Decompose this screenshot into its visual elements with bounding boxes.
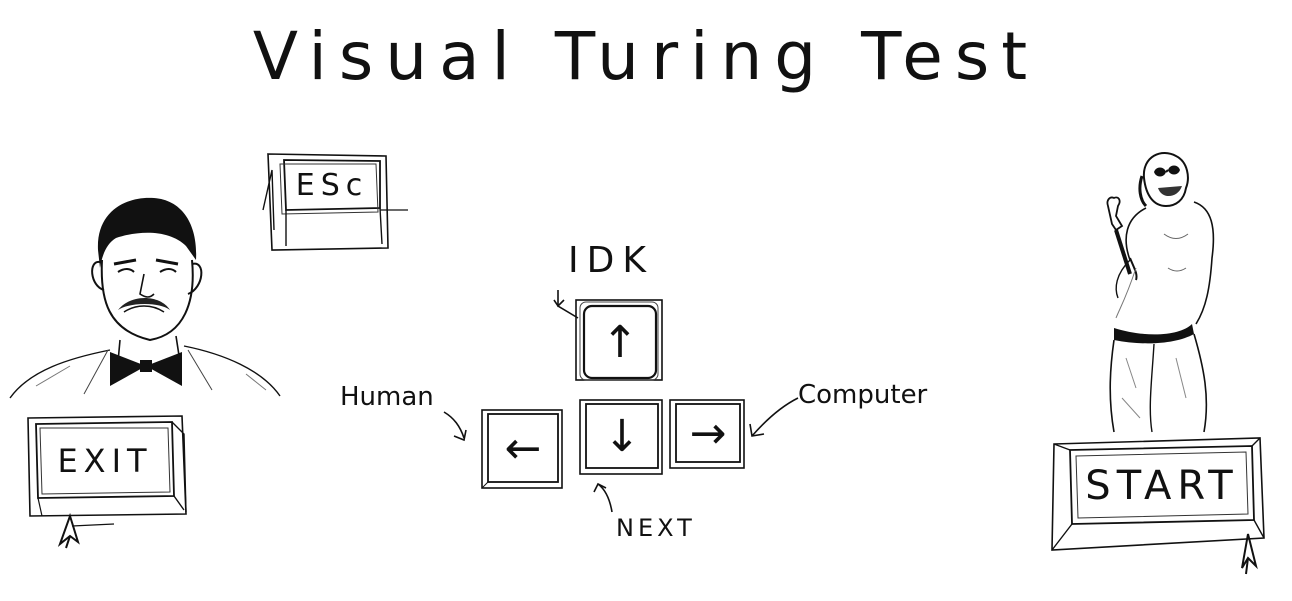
esc-key[interactable]: ESc <box>262 150 408 255</box>
left-arrow-key-outline-icon <box>481 409 563 489</box>
next-annotation: NEXT <box>616 514 696 542</box>
left-arrow-key[interactable]: ← <box>480 408 564 492</box>
exit-key-label: EXIT <box>57 442 153 480</box>
computer-pointer-arrow-icon <box>749 397 799 437</box>
up-arrow-key[interactable]: ↑ <box>574 298 664 384</box>
left-arrow-icon: ← <box>504 422 542 474</box>
start-key-label: START <box>1085 463 1239 509</box>
human-annotation: Human <box>340 382 434 412</box>
down-arrow-icon: ↓ <box>603 410 641 462</box>
start-key[interactable]: START <box>1046 434 1268 554</box>
page-title: Visual Turing Test <box>252 18 1040 95</box>
up-arrow-icon: ↑ <box>601 316 639 368</box>
esc-key-label: ESc <box>295 167 369 203</box>
down-arrow-key[interactable]: ↓ <box>578 398 664 476</box>
right-arrow-icon: → <box>689 407 727 459</box>
computer-annotation: Computer <box>798 380 928 410</box>
exit-key-outline-icon <box>27 415 187 517</box>
esc-key-outline-icon <box>262 153 408 251</box>
right-arrow-key[interactable]: → <box>668 398 746 470</box>
exit-key[interactable]: EXIT <box>22 412 190 520</box>
right-arrow-key-outline-icon <box>669 399 745 469</box>
idk-annotation: IDK <box>568 240 654 281</box>
up-arrow-key-outline-icon <box>575 299 663 381</box>
man-in-bowtie-sketch-icon <box>9 197 281 399</box>
down-arrow-key-outline-icon <box>579 399 663 475</box>
man-holding-trophy-sketch-icon <box>1106 151 1215 433</box>
start-key-outline-icon <box>1051 437 1265 551</box>
